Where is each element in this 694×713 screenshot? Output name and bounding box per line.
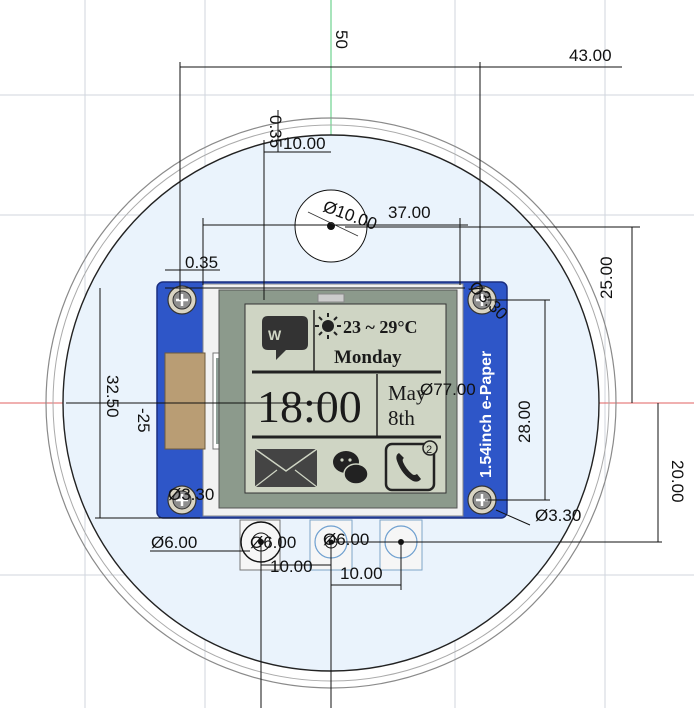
notification-badge: 2 <box>426 444 432 456</box>
screw-bottom-left[interactable] <box>167 485 197 515</box>
waveshare-logo-icon: W <box>262 316 308 360</box>
dim-10-bottom-a: 10.00 <box>270 557 313 576</box>
screw-top-right[interactable] <box>467 285 497 315</box>
dim-28: 28.00 <box>515 400 534 443</box>
month-text: May <box>388 381 427 405</box>
dim-035-left: 0.35 <box>185 253 218 272</box>
screw-top-left[interactable] <box>167 285 197 315</box>
dim-035-top: 0.35 <box>266 115 285 148</box>
dimension-lines <box>66 62 662 708</box>
temperature-text: 23 ~ 29°C <box>343 317 418 337</box>
dim-25: 25.00 <box>597 256 616 299</box>
dim-neg25: -25 <box>134 408 153 433</box>
dim-10-bottom-b: 10.00 <box>340 564 383 583</box>
dim-phi-bottom-left: Ø3.30 <box>168 485 214 504</box>
sun-icon <box>315 313 341 339</box>
wechat-icon <box>333 451 369 485</box>
dim-50: 50 <box>332 30 351 49</box>
dim-phi77: Ø77.00 <box>420 380 476 399</box>
dim-phi6-left: Ø6.00 <box>151 533 197 552</box>
dim-10-top: 10.00 <box>283 134 326 153</box>
board-label: 1.54inch e-Paper <box>478 351 495 478</box>
dim-phi6-b: Ø6.00 <box>323 530 369 549</box>
time-text: 18:00 <box>257 381 362 432</box>
phone-icon: 2 <box>384 440 438 492</box>
dim-phi6-a: Ø6.00 <box>250 533 296 552</box>
dim-20: 20.00 <box>668 460 687 503</box>
dim-43: 43.00 <box>569 46 612 65</box>
day-text: Monday <box>334 347 402 368</box>
dim-3250: 32.50 <box>103 375 122 418</box>
dim-phi33: Ø3.30 <box>535 506 581 525</box>
center-hole[interactable] <box>294 189 368 263</box>
dim-37: 37.00 <box>388 203 431 222</box>
svg-text:W: W <box>268 327 282 343</box>
button-left[interactable] <box>239 519 282 571</box>
envelope-icon <box>254 448 318 488</box>
screw-bottom-right[interactable] <box>467 485 497 515</box>
date-text: 8th <box>388 406 415 430</box>
